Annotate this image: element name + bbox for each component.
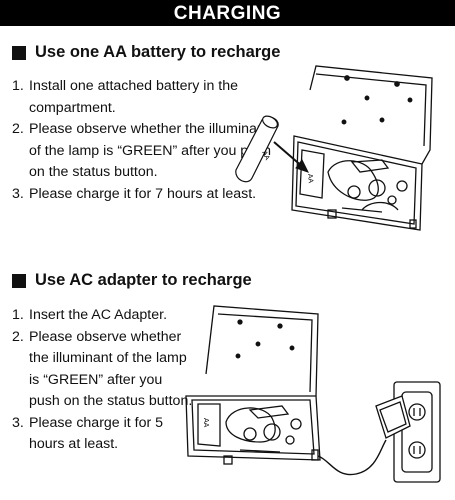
compartment-label: AA [202, 418, 209, 428]
battery-charging-illustration: AA AA [235, 65, 433, 231]
list-item: 1.Install one attached battery in the co… [12, 78, 239, 116]
list-item: 1.Insert the AC Adapter. [12, 307, 168, 323]
adapter-charging-illustration: AA [185, 305, 441, 483]
section-heading-adapter: Use AC adapter to recharge [12, 271, 252, 290]
list-item: 2.Please observe whether the illuminant … [12, 328, 193, 410]
section-heading-label: Use AC adapter to recharge [35, 271, 252, 289]
square-bullet-icon [12, 45, 26, 60]
list-item: 2.Please observe whether the illuminant … [12, 121, 272, 180]
section-heading-battery: Use one AA battery to recharge [12, 43, 280, 62]
list-item: 3.Please charge it for 5 hours at least. [12, 414, 164, 453]
adapter-steps-list: 1.Insert the AC Adapter. 2.Please observ… [12, 305, 196, 456]
square-bullet-icon [12, 273, 26, 288]
compartment-label: AA [306, 174, 314, 184]
section-heading-label: Use one AA battery to recharge [35, 43, 281, 61]
list-item: 3.Please charge it for 7 hours at least. [12, 185, 257, 202]
battery-steps-list: 1.Install one attached battery in the co… [12, 76, 274, 205]
battery-label: AA [260, 150, 270, 162]
page-title: CHARGING [0, 0, 455, 26]
